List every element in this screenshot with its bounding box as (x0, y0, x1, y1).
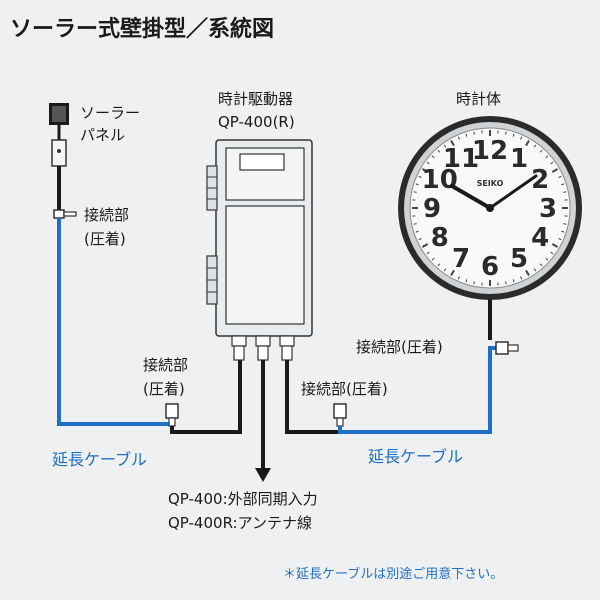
driver-label-2: QP-400(R) (218, 113, 295, 131)
connector-left-top-label-1: 接続部 (84, 206, 129, 224)
connector-right (496, 342, 518, 354)
clock-numeral: 1 (510, 144, 528, 174)
connector-left-top (54, 210, 76, 218)
clock-driver-unit (207, 140, 312, 360)
clock-tick (563, 192, 566, 193)
clock-numeral: 11 (443, 144, 479, 174)
clock-numeral: 4 (531, 223, 549, 253)
clock-label: 時計体 (456, 90, 501, 108)
solar-panel (49, 103, 69, 166)
clock-numeral: 6 (481, 252, 499, 282)
connector-left-top-label-2: (圧着) (84, 230, 126, 248)
clock-tick (414, 224, 417, 225)
clock-numeral: 7 (452, 244, 470, 274)
connector-middle (334, 404, 346, 426)
solar-panel-label-2: パネル (80, 126, 125, 144)
external-label-2: QP-400R:アンテナ線 (168, 514, 312, 532)
clock-numeral: 2 (531, 165, 549, 195)
clock-numeral: 9 (423, 194, 441, 224)
clock-numeral: 3 (539, 194, 557, 224)
solar-panel-label-1: ソーラー (80, 104, 140, 122)
connector-right-label: 接続部(圧着) (356, 338, 443, 356)
clock-tick (506, 281, 507, 284)
clock-tick (563, 224, 566, 225)
clock-numeral: 8 (431, 223, 449, 253)
clock-tick (474, 132, 475, 135)
connector-left-bottom-label-1: 接続部 (143, 356, 188, 374)
clock-brand: SEIKO (477, 179, 504, 188)
external-label-1: QP-400:外部同期入力 (168, 490, 318, 508)
extension-cable-right-label: 延長ケーブル (368, 447, 463, 466)
arrow-down-icon (255, 468, 271, 482)
clock-numeral: 5 (510, 244, 528, 274)
footnote: ＊延長ケーブルは別途ご用意下さい。 (283, 566, 503, 582)
connector-left-bottom-label-2: (圧着) (143, 380, 185, 398)
clock-tick (506, 132, 507, 135)
clock-tick (414, 192, 417, 193)
clock-tick (474, 281, 475, 284)
driver-label-1: 時計駆動器 (218, 90, 293, 108)
diagram-title: ソーラー式壁掛型／系統図 (10, 16, 274, 42)
extension-cable-left-label: 延長ケーブル (52, 450, 147, 469)
connector-middle-label: 接続部(圧着) (301, 380, 388, 398)
